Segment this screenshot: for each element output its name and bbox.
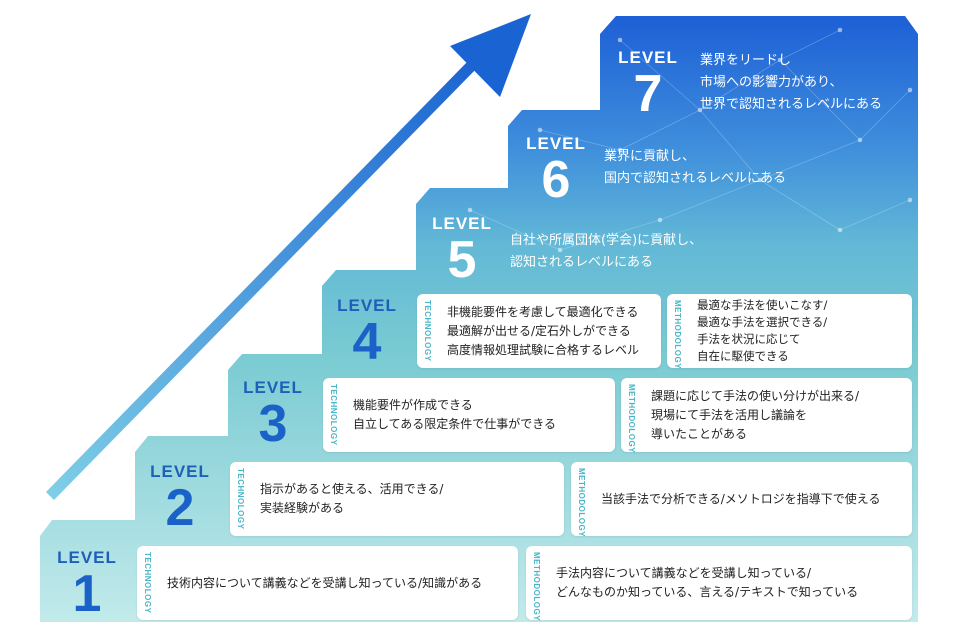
growth-arrow-icon	[46, 14, 531, 500]
text-line: 技術内容について講義などを受講し知っている/知識がある	[167, 575, 483, 590]
text-line: 自社や所属団体(学会)に貢献し、	[510, 233, 703, 248]
level-5-text: 自社や所属団体(学会)に貢献し、 認知されるレベルにある	[510, 230, 702, 274]
level-1-methodology-text: 手法内容について講義などを受講し知っている/ どんなものか知っている、言える/テ…	[556, 546, 906, 620]
level-2-number: 2	[165, 479, 195, 537]
level-2-technology-text: 指示があると使える、活用できる/ 実装経験がある	[260, 462, 558, 536]
level-4-number: 4	[352, 313, 382, 371]
text-line: 現場にて手法を活用し議論を	[651, 407, 808, 422]
level-3-methodology-text: 課題に応じて手法の使い分けが出来る/ 現場にて手法を活用し議論を 導いたことがあ…	[651, 378, 906, 452]
level-4-methodology-card: METHODOLOGY 最適な手法を使いこなす/ 最適な手法を選択できる/ 手法…	[667, 294, 912, 370]
level-4-label: LEVEL	[337, 296, 397, 315]
level-3-technology-text: 機能要件が作成できる 自立してある限定条件で仕事ができる	[353, 378, 609, 452]
level-1-technology-card: TECHNOLOGY 技術内容について講義などを受講し知っている/知識がある	[137, 546, 518, 620]
text-line: 世界で認知されるレベルにある	[700, 97, 883, 112]
level-4-technology-text: 非機能要件を考慮して最適化できる 最適解が出せる/定石外しができる 高度情報処理…	[447, 294, 655, 368]
text-line: 非機能要件を考慮して最適化できる	[447, 304, 639, 319]
level-7-label: LEVEL	[618, 48, 678, 67]
level-6-text: 業界に貢献し、 国内で認知されるレベルにある	[604, 146, 786, 190]
level-3-technology-card: TECHNOLOGY 機能要件が作成できる 自立してある限定条件で仕事ができる	[323, 378, 615, 452]
level-4-methodology-text: 最適な手法を使いこなす/ 最適な手法を選択できる/ 手法を状況に応じて 自在に駆…	[697, 294, 906, 368]
level-7-number: 7	[633, 65, 663, 123]
methodology-tag: METHODOLOGY	[532, 552, 541, 622]
text-line: 国内で認知されるレベルにある	[604, 171, 787, 186]
level-5-label: LEVEL	[432, 214, 492, 233]
level-6-number: 6	[541, 151, 571, 209]
methodology-tag: METHODOLOGY	[627, 384, 636, 454]
level-2-label: LEVEL	[150, 462, 210, 481]
level-3-label: LEVEL	[243, 378, 303, 397]
level-6-label: LEVEL	[526, 134, 586, 153]
text-line: どんなものか知っている、言える/テキストで知っている	[556, 585, 859, 599]
level-1-methodology-card: METHODOLOGY 手法内容について講義などを受講し知っている/ どんなもの…	[526, 546, 912, 622]
text-line: 自在に駆使できる	[697, 349, 789, 363]
network-pattern	[467, 27, 913, 253]
methodology-tag: METHODOLOGY	[673, 300, 682, 370]
technology-tag: TECHNOLOGY	[329, 384, 338, 446]
text-line: 最適な手法を使いこなす/	[697, 298, 828, 312]
technology-tag: TECHNOLOGY	[423, 300, 432, 362]
level-1-label: LEVEL	[57, 548, 117, 567]
text-line: 業界に貢献し、	[604, 149, 696, 164]
level-1-number: 1	[72, 565, 102, 623]
text-line: 手法を状況に応じて	[697, 332, 801, 346]
text-line: 自立してある限定条件で仕事ができる	[353, 417, 557, 431]
text-line: 認知されるレベルにある	[510, 255, 654, 270]
text-line: 課題に応じて手法の使い分けが出来る/	[651, 388, 860, 403]
text-line: 指示があると使える、活用できる/	[260, 482, 444, 496]
technology-tag: TECHNOLOGY	[143, 552, 152, 614]
level-2-technology-card: TECHNOLOGY 指示があると使える、活用できる/ 実装経験がある	[230, 462, 564, 536]
level-7-text: 業界をリードし 市場への影響力があり、 世界で認知されるレベルにある	[700, 50, 882, 116]
text-line: 当該手法で分析できる/メソトロジを指導下で使える	[601, 491, 881, 506]
level-4-technology-card: TECHNOLOGY 非機能要件を考慮して最適化できる 最適解が出せる/定石外し…	[417, 294, 661, 368]
text-line: 高度情報処理試験に合格するレベル	[447, 342, 640, 357]
level-5-number: 5	[447, 231, 477, 289]
level-2-methodology-card: METHODOLOGY 当該手法で分析できる/メソトロジを指導下で使える	[571, 462, 912, 538]
text-line: 最適な手法を選択できる/	[697, 315, 828, 329]
text-line: 実装経験がある	[260, 501, 345, 515]
text-line: 手法内容について講義などを受講し知っている/	[556, 566, 812, 580]
level-3-methodology-card: METHODOLOGY 課題に応じて手法の使い分けが出来る/ 現場にて手法を活用…	[621, 378, 912, 454]
methodology-tag: METHODOLOGY	[577, 468, 586, 538]
text-line: 市場への影響力があり、	[700, 75, 843, 90]
text-line: 業界をリードし	[700, 53, 792, 68]
text-line: 導いたことがある	[651, 426, 748, 441]
level-3-number: 3	[258, 395, 288, 453]
text-line: 機能要件が作成できる	[353, 398, 473, 412]
level-1-technology-text: 技術内容について講義などを受講し知っている/知識がある	[167, 546, 512, 620]
level-2-methodology-text: 当該手法で分析できる/メソトロジを指導下で使える	[601, 462, 906, 536]
technology-tag: TECHNOLOGY	[236, 468, 245, 530]
text-line: 最適解が出せる/定石外しができる	[447, 323, 631, 338]
